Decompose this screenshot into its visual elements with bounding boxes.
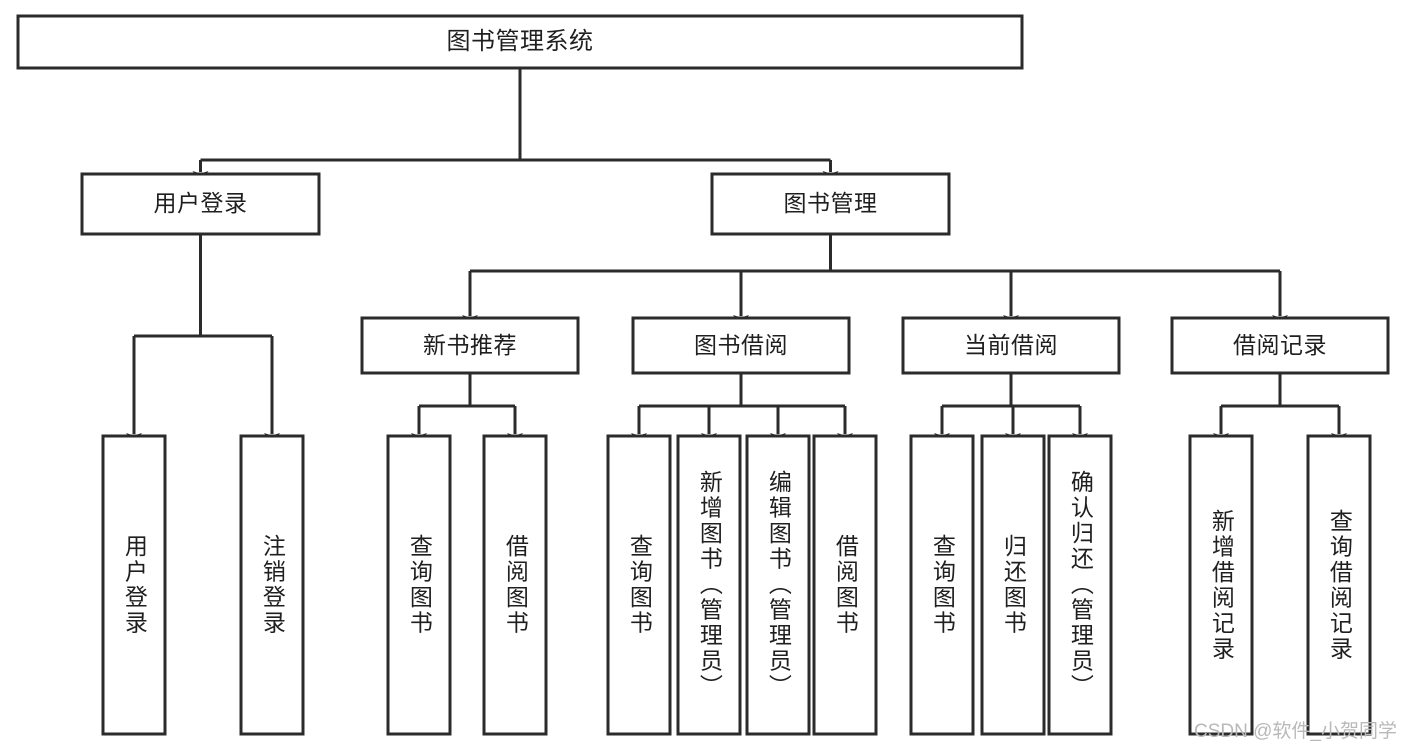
node-box-book-management[interactable] bbox=[710, 172, 951, 236]
node-box-new-book-recommend[interactable] bbox=[360, 316, 580, 375]
node-box-leaf-borrow-book[interactable] bbox=[812, 434, 878, 736]
node-box-borrow-record[interactable] bbox=[1170, 316, 1390, 375]
node-box-leaf-logout[interactable] bbox=[239, 434, 305, 736]
watermark-text: CSDN @软件_小贺同学 bbox=[1194, 721, 1397, 742]
node-box-user-login[interactable] bbox=[80, 172, 321, 236]
node-box-leaf-borrow-book-recommend[interactable] bbox=[482, 434, 548, 736]
node-box-leaf-query-book-current[interactable] bbox=[909, 434, 975, 736]
node-box-root[interactable] bbox=[16, 14, 1024, 70]
node-box-leaf-query-book-borrow[interactable] bbox=[606, 434, 672, 736]
node-box-leaf-add-borrow-record[interactable] bbox=[1188, 434, 1254, 736]
node-box-leaf-query-book-recommend[interactable] bbox=[386, 434, 452, 736]
box-layer bbox=[16, 14, 1390, 736]
node-box-current-borrow[interactable] bbox=[901, 316, 1121, 375]
node-box-leaf-confirm-return[interactable] bbox=[1047, 434, 1113, 736]
node-box-leaf-user-login[interactable] bbox=[101, 434, 167, 736]
node-box-leaf-return-book[interactable] bbox=[980, 434, 1046, 736]
node-box-leaf-edit-book[interactable] bbox=[745, 434, 811, 736]
node-box-book-borrow[interactable] bbox=[631, 316, 851, 375]
connector-layer bbox=[126, 68, 1347, 444]
node-box-leaf-add-book[interactable] bbox=[676, 434, 742, 736]
node-box-leaf-query-borrow-record[interactable] bbox=[1306, 434, 1372, 736]
